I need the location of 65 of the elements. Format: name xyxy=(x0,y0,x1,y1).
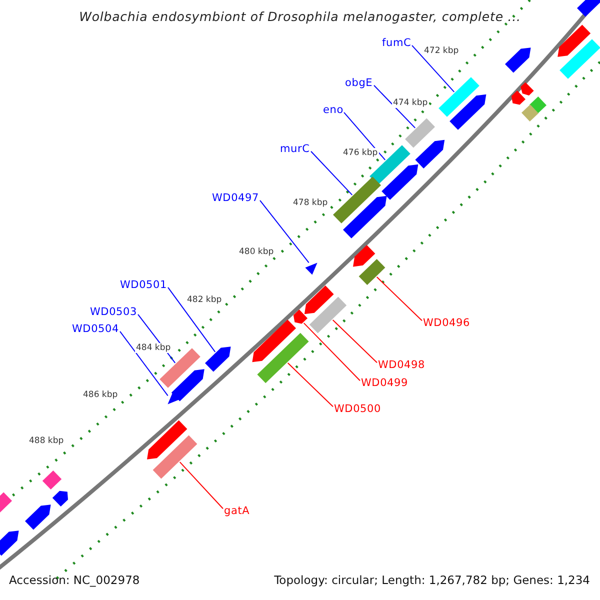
gene-label: murC xyxy=(280,143,310,155)
gene-block xyxy=(382,164,418,200)
leader-line xyxy=(179,462,224,510)
title: Wolbachia endosymbiont of Drosophila melanogaster, complete ... xyxy=(78,9,522,24)
gene-block xyxy=(450,94,486,130)
position-label: 484 kbp xyxy=(135,343,172,353)
gene-bar xyxy=(309,296,347,334)
gene-block xyxy=(252,320,296,362)
gene-label: WD0497 xyxy=(212,192,259,204)
leader-line xyxy=(287,362,334,408)
gene-label: gatA xyxy=(224,505,250,517)
position-label: 478 kbp xyxy=(292,198,329,208)
gene-block xyxy=(353,245,376,267)
leader-line xyxy=(120,330,168,396)
gene-block xyxy=(25,504,51,530)
gene-block xyxy=(577,0,600,17)
gene-bar xyxy=(560,39,600,79)
gene-block xyxy=(147,420,188,460)
position-label: 476 kbp xyxy=(342,148,379,158)
gene-label: WD0496 xyxy=(423,317,470,329)
leader-line xyxy=(303,322,360,382)
leader-line xyxy=(168,286,216,352)
leader-line xyxy=(374,84,416,128)
position-label: 474 kbp xyxy=(392,98,429,108)
gene-bar xyxy=(438,77,480,117)
genome-info: Topology: circular; Length: 1,267,782 bp; Genes: 1,234 xyxy=(274,573,590,587)
gene-bar xyxy=(152,435,198,479)
gene-wedge xyxy=(305,262,318,275)
accession-label: Accession: NC_002978 xyxy=(9,573,140,587)
gene-label: WD0504 xyxy=(72,323,119,335)
gene-block xyxy=(304,286,334,314)
gene-block xyxy=(0,530,19,556)
leader-line xyxy=(310,150,353,196)
gene-block xyxy=(520,82,534,96)
gene-bar xyxy=(333,176,381,224)
gene-block xyxy=(171,369,204,402)
leader-line xyxy=(332,320,378,364)
gene-bar xyxy=(257,332,309,384)
leader-line xyxy=(376,276,422,322)
gene-label: WD0503 xyxy=(90,306,137,318)
position-label: 488 kbp xyxy=(28,436,65,446)
gene-block xyxy=(343,196,387,238)
leader-line xyxy=(344,112,386,160)
position-label: 472 kbp xyxy=(423,46,460,56)
gene-label: WD0501 xyxy=(120,279,167,291)
gene-block xyxy=(293,310,308,324)
gene-bar xyxy=(405,118,435,148)
leader-line xyxy=(412,44,455,92)
gene-block xyxy=(558,24,591,57)
gene-bar xyxy=(358,259,386,285)
gene-label: WD0500 xyxy=(334,403,381,415)
gene-label: eno xyxy=(323,104,344,116)
gene-block xyxy=(511,90,526,105)
leader-line xyxy=(260,200,310,264)
gene-label: WD0498 xyxy=(378,359,425,371)
position-label: 486 kbp xyxy=(82,390,119,400)
gene-block xyxy=(52,490,68,506)
gene-block xyxy=(415,140,445,168)
gene-label: fumC xyxy=(382,37,412,49)
position-label: 480 kbp xyxy=(238,247,275,257)
gene-label: obgE xyxy=(345,77,373,89)
gene-block xyxy=(205,346,231,372)
position-label: 482 kbp xyxy=(186,295,223,305)
gene-label: WD0499 xyxy=(361,377,408,389)
gene-block xyxy=(505,48,531,73)
